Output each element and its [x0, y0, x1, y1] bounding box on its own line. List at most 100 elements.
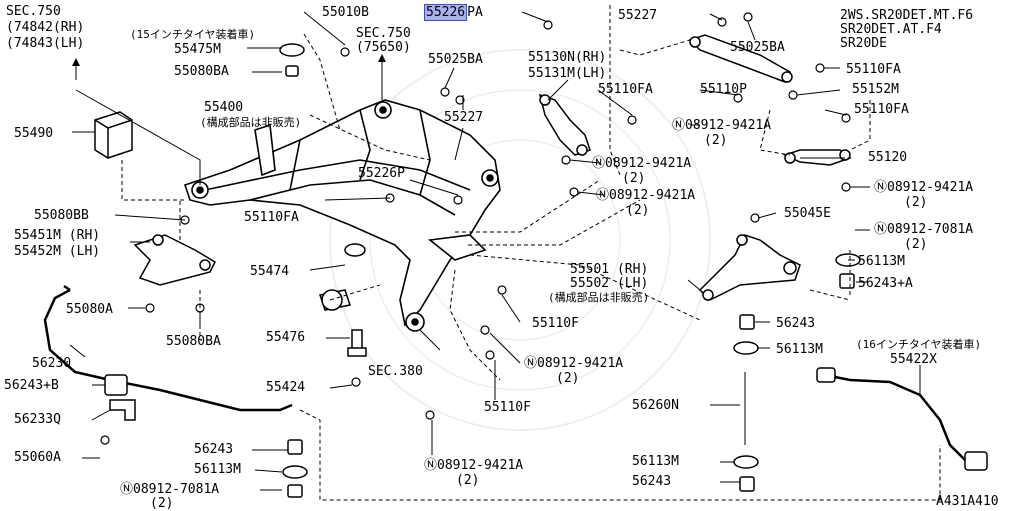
- label-55130N[interactable]: 55130N(RH): [528, 50, 607, 65]
- label-08912-9421A-4-text: 08912-9421A: [887, 180, 974, 195]
- label-tire15: (15インチタイヤ装着車): [130, 28, 256, 41]
- dashed-lines: [121, 5, 941, 501]
- label-08912-9421A-4-qty: (2): [904, 195, 928, 210]
- upper-arm-55130N[interactable]: [538, 93, 591, 156]
- label-55110P[interactable]: 55110P: [700, 82, 747, 97]
- label-08912-7081A-1-qty: (2): [904, 237, 928, 252]
- label-08912-9421A-2-qty: (2): [626, 203, 650, 218]
- label-08912-9421A-4[interactable]: Ⓝ08912-9421A: [874, 180, 974, 195]
- leader-lines: [69, 11, 921, 491]
- label-55476[interactable]: 55476: [266, 330, 306, 345]
- label-55110FA-1[interactable]: 55110FA: [598, 82, 653, 97]
- label-55080BB[interactable]: 55080BB: [34, 208, 89, 223]
- label-56233Q[interactable]: 56233Q: [14, 412, 61, 427]
- label-55010B[interactable]: 55010B: [322, 5, 369, 20]
- label-sec750-rh[interactable]: (74842(RH): [6, 20, 85, 35]
- mount-bushing-55490[interactable]: [94, 111, 133, 159]
- label-55475M[interactable]: 55475M: [174, 42, 221, 57]
- label-55120[interactable]: 55120: [868, 150, 908, 165]
- label-sec750-2[interactable]: SEC.750: [356, 26, 411, 41]
- label-08912-9421A-5-text: 08912-9421A: [537, 356, 624, 371]
- spec-line-3: SR20DE: [840, 36, 887, 51]
- label-55080BA-2[interactable]: 55080BA: [166, 334, 221, 349]
- label-08912-7081A-2-qty: (2): [150, 496, 174, 511]
- label-sec750-lh[interactable]: (74843(LH): [6, 36, 85, 51]
- label-55502-note: (構成部品は非販売): [548, 291, 650, 304]
- label-08912-9421A-3[interactable]: Ⓝ08912-9421A: [672, 118, 772, 133]
- label-55110F-2[interactable]: 55110F: [484, 400, 531, 415]
- label-55080BA-top[interactable]: 55080BA: [174, 64, 229, 79]
- arrows: [72, 54, 386, 66]
- highlighted-part-55226[interactable]: 55226: [424, 4, 468, 21]
- label-08912-9421A-1-qty: (2): [622, 171, 646, 186]
- label-56243-2[interactable]: 56243: [194, 442, 234, 457]
- label-55451M[interactable]: 55451M (RH): [14, 228, 101, 243]
- label-55490[interactable]: 55490: [14, 126, 54, 141]
- stabilizer-bar-55422X[interactable]: [824, 373, 981, 464]
- label-08912-9421A-1[interactable]: Ⓝ08912-9421A: [592, 156, 692, 171]
- lower-arm-55501[interactable]: [698, 234, 801, 301]
- spec-line-1: 2WS.SR20DET.MT.F6: [840, 8, 974, 23]
- label-08912-9421A-5[interactable]: Ⓝ08912-9421A: [524, 356, 624, 371]
- label-55110FA-2[interactable]: 55110FA: [846, 62, 901, 77]
- label-55452M[interactable]: 55452M (LH): [14, 244, 101, 259]
- label-56113M-3[interactable]: 56113M: [194, 462, 241, 477]
- label-55474[interactable]: 55474: [250, 264, 290, 279]
- label-55502[interactable]: 55502 (LH): [570, 276, 649, 291]
- label-56260N[interactable]: 56260N: [632, 398, 679, 413]
- label-08912-9421A-2[interactable]: Ⓝ08912-9421A: [596, 188, 696, 203]
- label-55424[interactable]: 55424: [266, 380, 306, 395]
- link-55110P[interactable]: [688, 34, 793, 83]
- bushing-55422X: [816, 367, 988, 471]
- label-08912-9421A-2-text: 08912-9421A: [609, 188, 696, 203]
- figure-code: A431A410: [936, 494, 999, 509]
- label-08912-7081A-2-text: 08912-7081A: [133, 482, 220, 497]
- label-55131M[interactable]: 55131M(LH): [528, 66, 607, 81]
- label-55060A[interactable]: 55060A: [14, 450, 61, 465]
- label-55025BA-1[interactable]: 55025BA: [428, 52, 483, 67]
- label-56230[interactable]: 56230: [32, 356, 72, 371]
- label-56243-3[interactable]: 56243: [632, 474, 672, 489]
- label-55422X[interactable]: 55422X: [890, 352, 937, 367]
- label-55400-note: (構成部品は非販売): [200, 116, 302, 129]
- label-56113M-2[interactable]: 56113M: [776, 342, 823, 357]
- label-55080A[interactable]: 55080A: [66, 302, 113, 317]
- washer-stack-right: [733, 253, 861, 492]
- label-08912-7081A-1-text: 08912-7081A: [887, 222, 974, 237]
- label-sec750[interactable]: SEC.750: [6, 4, 61, 19]
- label-56243B[interactable]: 56243+B: [4, 378, 59, 393]
- label-sec750-75650[interactable]: (75650): [356, 40, 411, 55]
- stopper-55474[interactable]: [319, 243, 366, 311]
- label-55110F-1[interactable]: 55110F: [532, 316, 579, 331]
- label-55110FA-3[interactable]: 55110FA: [854, 102, 909, 117]
- spec-line-2: SR20DET.AT.F4: [840, 22, 942, 37]
- label-08912-9421A-5-qty: (2): [556, 371, 580, 386]
- label-55025BA-2[interactable]: 55025BA: [730, 40, 785, 55]
- washer-stack-left: [279, 43, 308, 498]
- lower-link-55451M[interactable]: [133, 234, 216, 286]
- label-55152M[interactable]: 55152M: [852, 82, 899, 97]
- label-08912-7081A-2[interactable]: Ⓝ08912-7081A: [120, 482, 220, 497]
- label-55110FA-4[interactable]: 55110FA: [244, 210, 299, 225]
- label-sec380[interactable]: SEC.380: [368, 364, 423, 379]
- label-08912-9421A-3-text: 08912-9421A: [685, 118, 772, 133]
- label-55227-1[interactable]: 55227: [618, 8, 658, 23]
- label-tire16: (16インチタイヤ装着車): [856, 338, 982, 351]
- label-56113M-4[interactable]: 56113M: [632, 454, 679, 469]
- bracket-56233Q[interactable]: [109, 399, 136, 421]
- label-55226P[interactable]: 55226P: [358, 166, 405, 181]
- stabilizer-bushing-56243B[interactable]: [104, 374, 128, 396]
- label-08912-9421A-6[interactable]: Ⓝ08912-9421A: [424, 458, 524, 473]
- label-55400[interactable]: 55400: [204, 100, 244, 115]
- label-56243A[interactable]: 56243+A: [858, 276, 913, 291]
- label-56243-1[interactable]: 56243: [776, 316, 816, 331]
- label-55045E[interactable]: 55045E: [784, 206, 831, 221]
- label-08912-7081A-1[interactable]: Ⓝ08912-7081A: [874, 222, 974, 237]
- label-55227-2[interactable]: 55227: [444, 110, 484, 125]
- subframe-55400[interactable]: [183, 99, 501, 332]
- label-56113M-1[interactable]: 56113M: [858, 254, 905, 269]
- bolt-55476[interactable]: [347, 329, 367, 357]
- label-55501[interactable]: 55501 (RH): [570, 262, 649, 277]
